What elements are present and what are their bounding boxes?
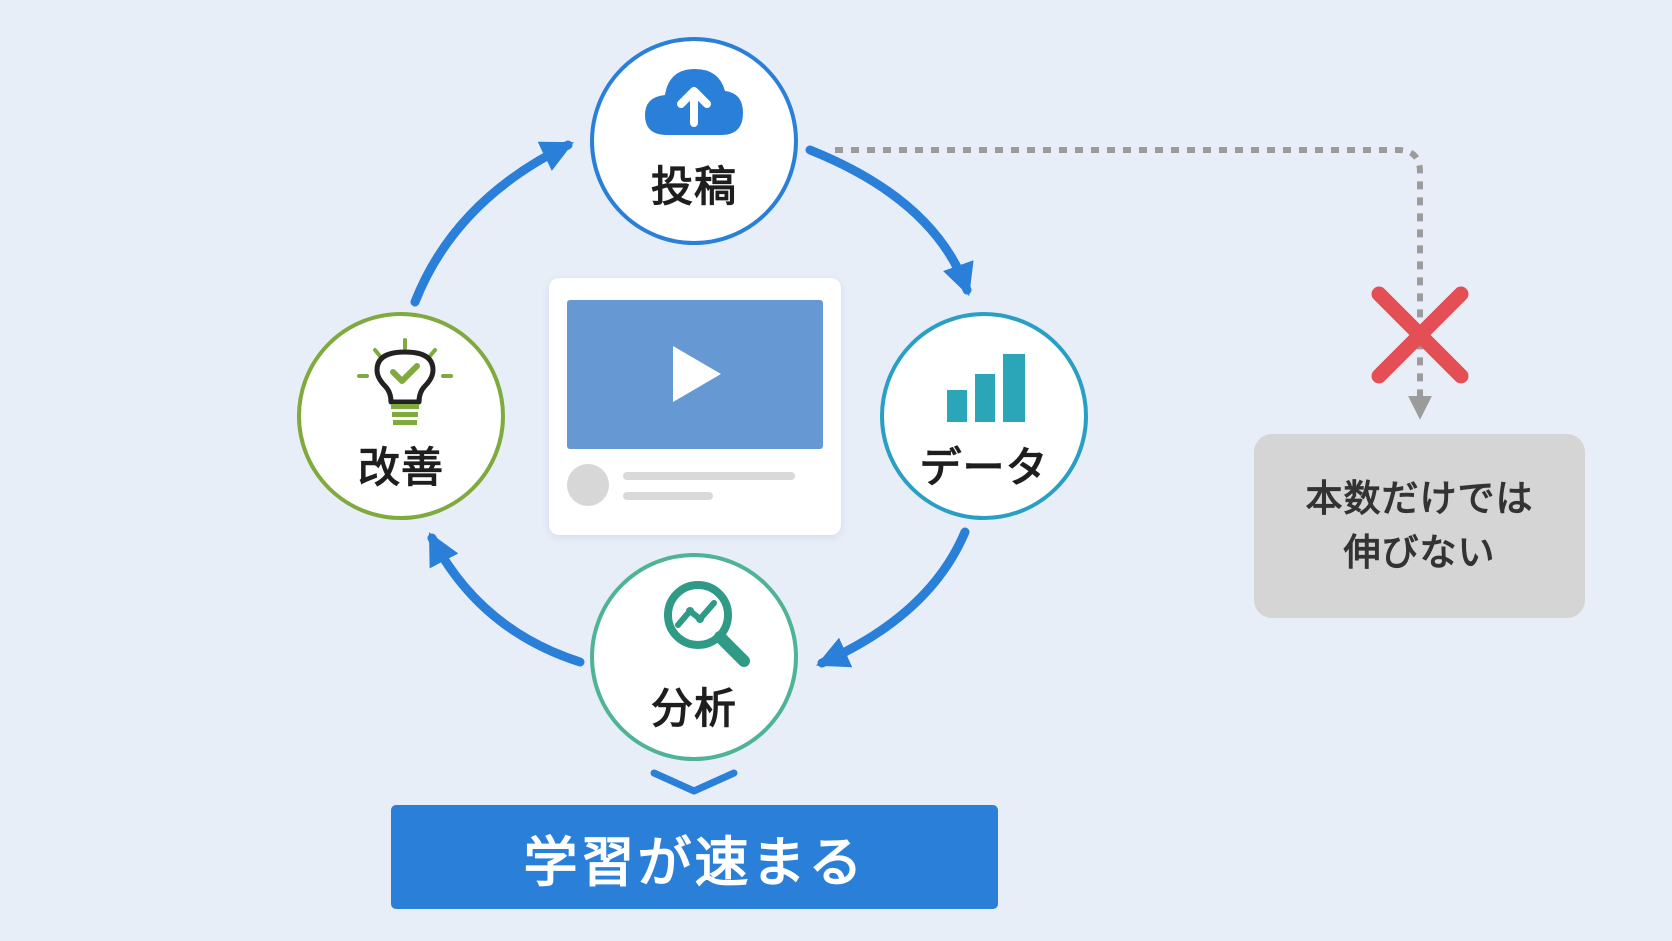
cross-icon [1371, 286, 1469, 384]
result-banner: 学習が速まる [391, 805, 998, 909]
play-icon [673, 346, 721, 402]
node-analysis: 分析 [590, 553, 798, 761]
lightbulb-check-icon [357, 338, 453, 425]
node-post: 投稿 [590, 37, 798, 245]
node-analysis-label: 分析 [650, 684, 737, 733]
callout-box: 本数だけでは 伸びない [1254, 434, 1585, 618]
video-screen [567, 300, 823, 449]
arrow-post-to-data [805, 145, 974, 297]
result-label: 学習が速まる [523, 830, 866, 894]
arrow-analysis-to-improve [427, 532, 585, 667]
magnifier-chart-icon [664, 581, 750, 667]
video-title-line [623, 472, 795, 480]
arrow-analysis-to-result [650, 769, 738, 795]
video-avatar [567, 464, 609, 506]
arrow-data-to-analysis [816, 527, 970, 668]
node-post-label: 投稿 [650, 162, 737, 211]
cloud-upload-icon [645, 69, 743, 135]
callout-line-1: 本数だけでは [1305, 477, 1534, 520]
video-meta-line [623, 492, 713, 500]
node-improve-label: 改善 [357, 443, 444, 492]
bar-chart-icon [947, 354, 1025, 422]
video-player-icon [549, 278, 841, 535]
dotted-path-to-callout [835, 147, 1432, 420]
arrow-improve-to-post [410, 140, 574, 307]
node-data: データ [880, 312, 1088, 520]
callout-line-2: 伸びない [1343, 531, 1496, 574]
node-data-label: データ [919, 443, 1049, 492]
node-improve: 改善 [297, 312, 505, 520]
